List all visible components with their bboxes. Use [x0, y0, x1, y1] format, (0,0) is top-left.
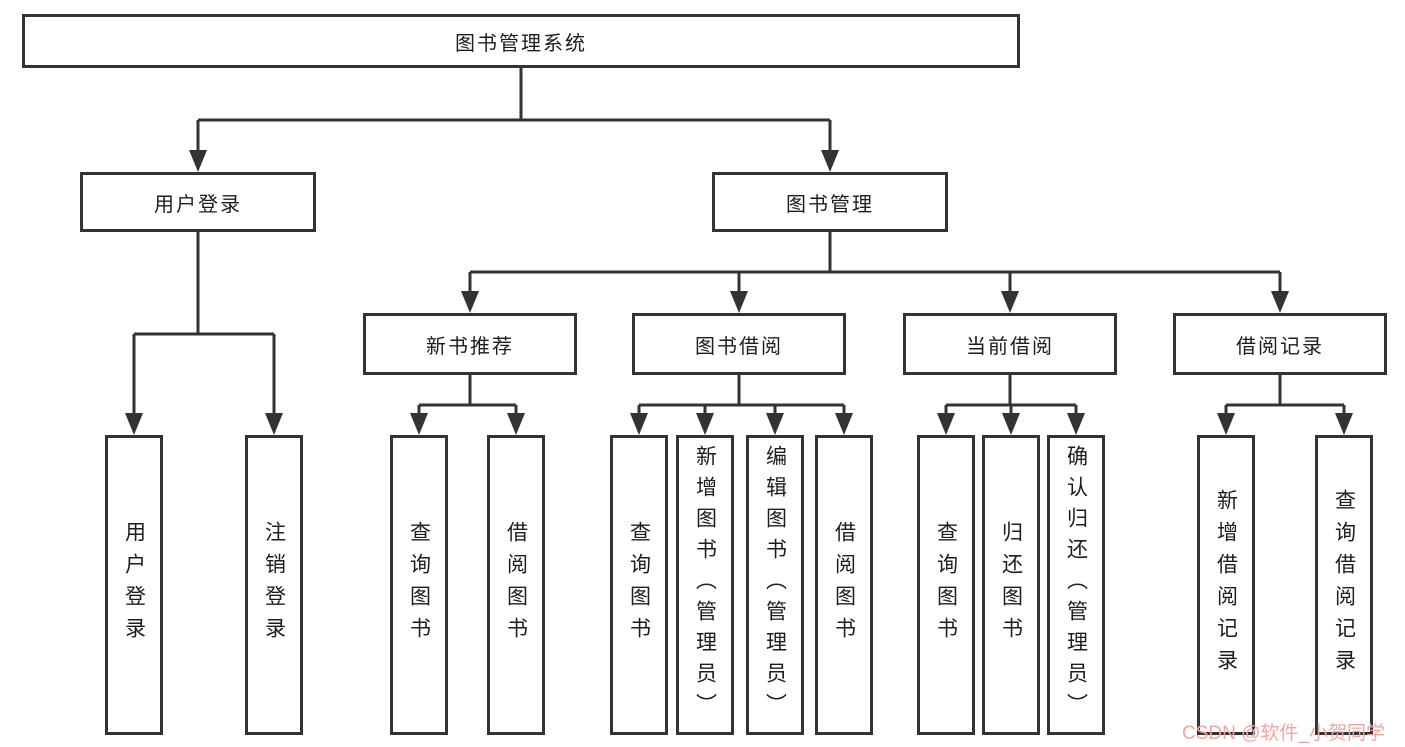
node-borrow-records: 借阅记录: [1173, 313, 1387, 375]
leaf-label: 查询借阅记录: [1332, 489, 1356, 681]
node-label: 当前借阅: [966, 335, 1054, 358]
leaf-label: 新增借阅记录: [1214, 489, 1238, 681]
leaf-label: 借阅图书: [832, 521, 856, 649]
leaf-label: 用户登录: [122, 521, 146, 649]
node-new-book-recommend: 新书推荐: [363, 313, 577, 375]
leaf-label: 确认归还（管理员）: [1064, 445, 1088, 724]
node-label: 新书推荐: [426, 335, 514, 358]
leaf-query-books: 查询图书: [917, 435, 975, 735]
leaf-query-books: 查询图书: [610, 435, 668, 735]
leaf-add-borrow-record: 新增借阅记录: [1197, 435, 1255, 735]
leaf-confirm-return-admin: 确认归还（管理员）: [1047, 435, 1105, 735]
node-root-label: 图书管理系统: [455, 32, 587, 55]
leaf-label: 编辑图书（管理员）: [763, 445, 787, 724]
node-user-login-module: 用户登录: [80, 172, 316, 232]
node-label: 借阅记录: [1236, 335, 1324, 358]
leaf-user-login: 用户登录: [105, 435, 163, 735]
leaf-logout: 注销登录: [245, 435, 303, 735]
leaf-label: 借阅图书: [504, 521, 528, 649]
leaf-query-borrow-record: 查询借阅记录: [1315, 435, 1373, 735]
node-label: 图书管理: [786, 193, 874, 216]
node-root-system: 图书管理系统: [22, 14, 1020, 68]
node-book-management-module: 图书管理: [712, 172, 948, 232]
leaf-label: 查询图书: [407, 521, 431, 649]
leaf-label: 新增图书（管理员）: [693, 445, 717, 724]
leaf-label: 注销登录: [262, 521, 286, 649]
leaf-label: 查询图书: [627, 521, 651, 649]
leaf-query-books: 查询图书: [390, 435, 448, 735]
csdn-watermark: CSDN @软件_小贺同学: [1182, 723, 1385, 744]
leaf-label: 归还图书: [999, 521, 1023, 649]
leaf-add-books-admin: 新增图书（管理员）: [676, 435, 734, 735]
node-label: 用户登录: [154, 193, 242, 216]
node-label: 图书借阅: [695, 335, 783, 358]
leaf-borrow-books: 借阅图书: [487, 435, 545, 735]
node-book-borrowing: 图书借阅: [632, 313, 846, 375]
node-current-borrowing: 当前借阅: [903, 313, 1117, 375]
leaf-borrow-books: 借阅图书: [815, 435, 873, 735]
leaf-edit-books-admin: 编辑图书（管理员）: [746, 435, 804, 735]
leaf-return-books: 归还图书: [982, 435, 1040, 735]
leaf-label: 查询图书: [934, 521, 958, 649]
